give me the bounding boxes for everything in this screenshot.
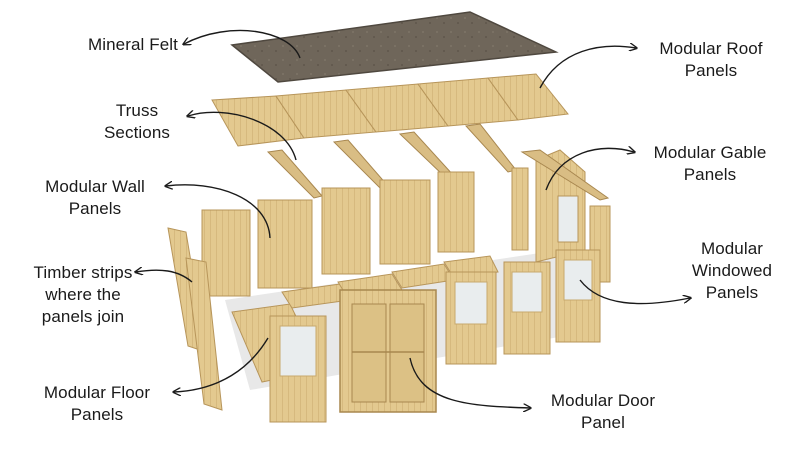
truss (464, 123, 517, 173)
door-leaf-right (389, 303, 425, 403)
door-leaf-left (351, 303, 387, 403)
label-modular-wall-panels: Modular Wall Panels (45, 177, 145, 218)
arrow-timber-strips (136, 270, 193, 283)
label-modular-door-panel: Modular Door Panel (550, 391, 656, 432)
window-glass (454, 281, 488, 325)
gable-panels (511, 149, 611, 283)
roof-panels (211, 73, 569, 147)
gable-trim (520, 149, 610, 201)
label-modular-floor-panels: Modular Floor Panels (43, 383, 151, 424)
label-modular-windowed-panels: Modular Windowed Panels (691, 239, 773, 302)
window-glass (563, 259, 593, 301)
arrow-gable-panels (545, 148, 634, 191)
arrow-door-panel (409, 357, 530, 408)
wall-panel (379, 179, 431, 265)
left-wall-panels (167, 227, 223, 411)
window-glass (511, 271, 543, 313)
label-modular-gable-panels: Modular Gable Panels (653, 143, 767, 184)
arrow-windowed-panels (579, 279, 690, 305)
arrow-truss-sections (188, 112, 297, 161)
back-wall-panels (201, 171, 475, 297)
roof-panel (487, 73, 569, 121)
arrow-wall-panels (166, 185, 271, 239)
arrow-roof-panels (539, 46, 636, 89)
wall-panel (321, 187, 371, 275)
windowed-panels (269, 249, 601, 423)
arrow-floor-panels (174, 337, 269, 392)
wall-panel (201, 209, 251, 297)
label-modular-roof-panels: Modular Roof Panels (659, 39, 763, 80)
truss (398, 131, 455, 179)
window-glass (279, 325, 317, 377)
truss-sections (266, 123, 517, 199)
side-wall-panel (185, 257, 223, 411)
label-truss-sections: Truss Sections (103, 101, 170, 142)
label-mineral-felt: Mineral Felt (87, 35, 178, 54)
arrow-mineral-felt (184, 29, 301, 59)
door-panel (339, 289, 437, 413)
side-panel (511, 167, 529, 251)
label-timber-strips: Timber strips where the panels join (33, 263, 133, 326)
mineral-felt (230, 11, 559, 83)
gable-window (557, 195, 579, 243)
wall-panel (257, 199, 313, 289)
callout-arrows (136, 29, 690, 408)
wall-panel (437, 171, 475, 253)
